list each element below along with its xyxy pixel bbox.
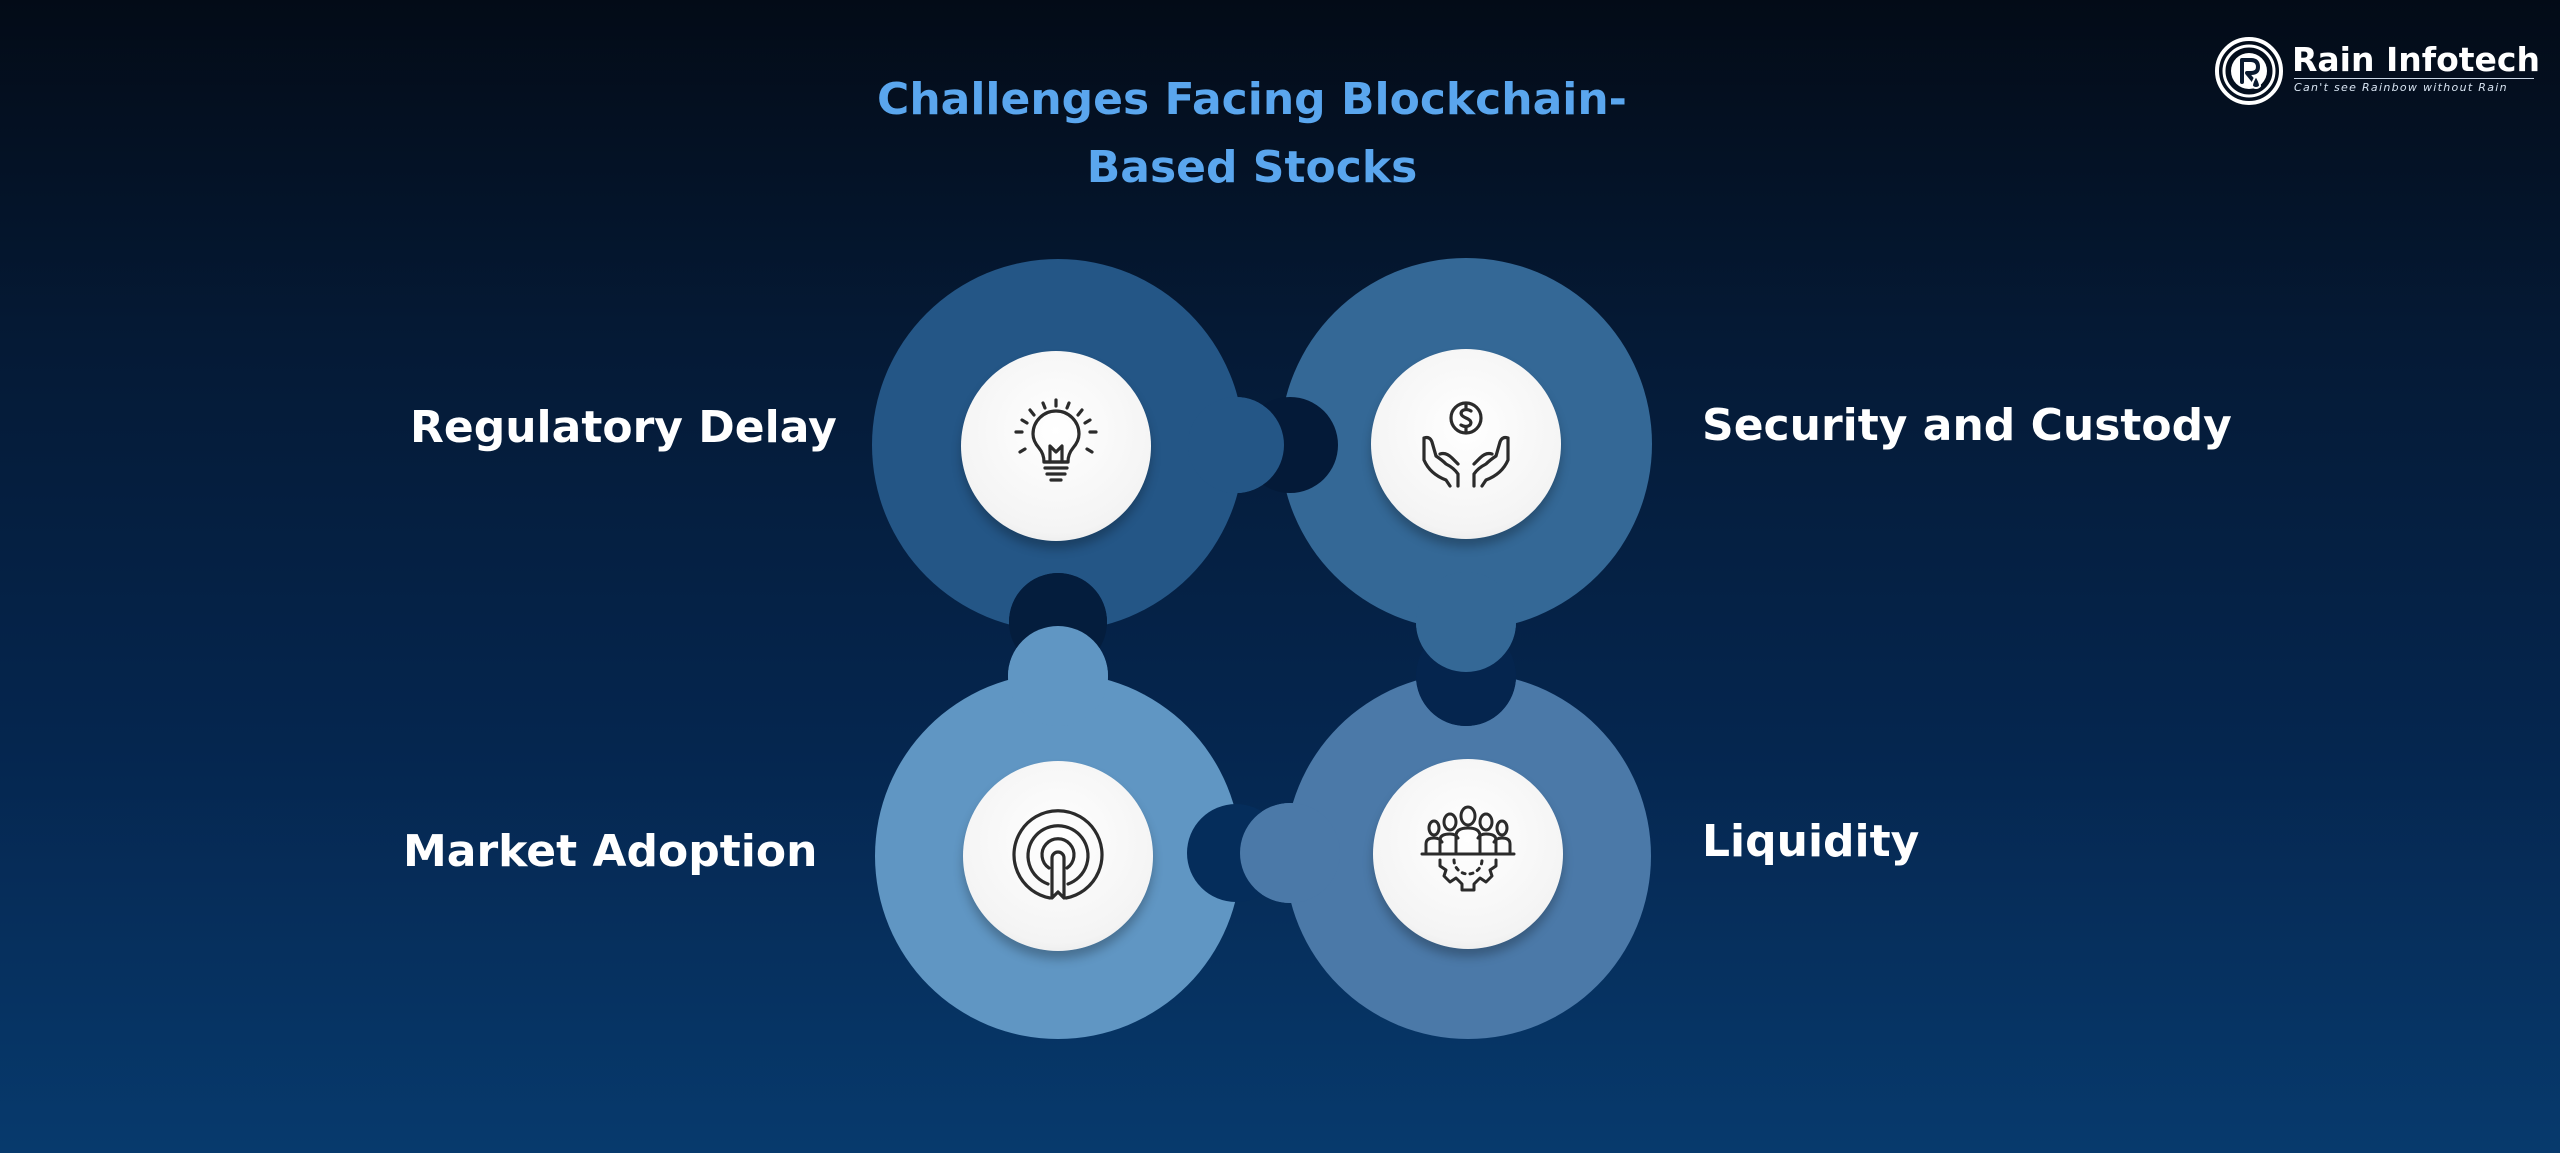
knob-security-custody — [1416, 572, 1516, 672]
liquidity-icon-disc — [1373, 759, 1563, 949]
market-adoption-icon-disc — [963, 761, 1153, 951]
lightbulb-icon — [1014, 398, 1098, 482]
brand-logo: Rain Infotech Can't see Rainbow without … — [2214, 34, 2544, 108]
label-liquidity: Liquidity — [1702, 816, 1920, 867]
label-market-adoption: Market Adoption — [403, 826, 818, 877]
knob-market-adoption — [1008, 626, 1108, 726]
team-gear-icon — [1420, 805, 1516, 892]
label-regulatory-delay: Regulatory Delay — [410, 402, 837, 453]
brand-name: Rain Infotech — [2292, 40, 2540, 79]
socket-liquidity-top — [1416, 672, 1516, 726]
label-security-custody: Security and Custody — [1702, 400, 2232, 451]
page-title-line-2: Based Stocks — [1086, 142, 1418, 193]
target-ribbon-icon — [1012, 809, 1104, 900]
regulatory-delay-icon-disc — [961, 351, 1151, 541]
security-custody-icon-disc — [1371, 349, 1561, 539]
hands-dollar-icon — [1422, 401, 1510, 488]
socket-regulatory-delay-bottom — [1009, 573, 1107, 626]
page-title: Challenges Facing Blockchain- Based Stoc… — [752, 66, 1752, 202]
rain-infotech-logo-icon — [2215, 37, 2283, 105]
knob-regulatory-delay — [1188, 397, 1284, 493]
page-title-line-1: Challenges Facing Blockchain- — [877, 74, 1627, 125]
brand-tagline: Can't see Rainbow without Rain — [2294, 78, 2534, 94]
knob-liquidity — [1240, 803, 1340, 903]
